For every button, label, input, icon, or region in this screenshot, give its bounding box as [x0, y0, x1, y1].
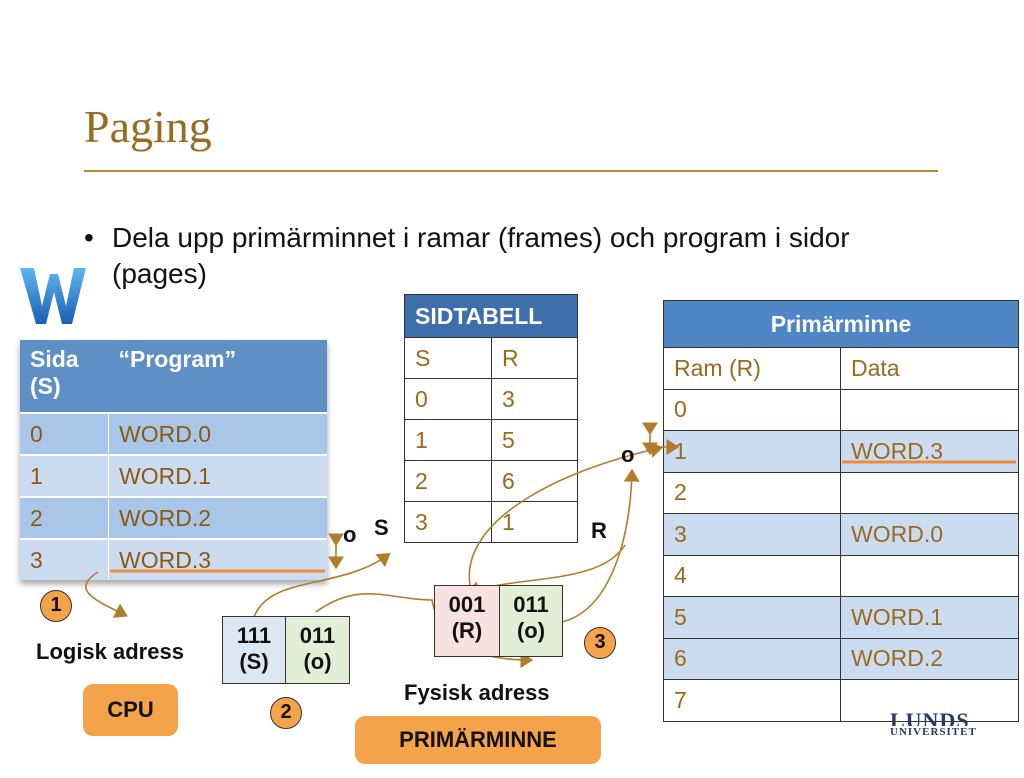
sidtabell-cell: 2 — [404, 460, 492, 502]
slide-title: Paging — [84, 101, 212, 152]
sidtabell-col-s: S — [404, 337, 492, 379]
primarminne-cell: 0 — [663, 388, 841, 431]
bullet-text: Dela upp primärminnet i ramar (frames) o… — [112, 222, 850, 289]
program-cell: 1 — [20, 454, 109, 497]
primarminne-cell: WORD.0 — [840, 513, 1019, 556]
table-row: 1 WORD.3 — [663, 430, 1019, 473]
bullet-dot: • — [84, 222, 94, 253]
word-logo-icon — [20, 268, 86, 324]
lund-logo-subtitle: UNIVERSITET — [890, 726, 977, 738]
table-row: 1 WORD.1 — [20, 454, 327, 497]
primarminne-cell — [840, 679, 1019, 722]
primarminne-button[interactable]: PRIMÄRMINNE — [355, 716, 601, 764]
offset-label: o — [621, 442, 635, 467]
logical-offset-box: 011 (o) — [285, 616, 350, 684]
physical-frame-box: 001 (R) — [434, 585, 500, 657]
table-row: S R — [404, 337, 578, 379]
table-row: 2 — [663, 471, 1019, 514]
program-cell: 0 — [20, 412, 109, 455]
table-row: 0 — [663, 388, 1019, 431]
program-cell: WORD.1 — [108, 454, 327, 497]
page-label: S — [374, 515, 389, 540]
program-table: Sida (S) “Program” 0 WORD.0 1 WORD.1 2 W… — [20, 340, 327, 580]
title-divider — [84, 170, 938, 172]
primarminne-cell: WORD.3 — [840, 430, 1019, 473]
sidtabell-table: SIDTABELL S R 0 3 1 5 2 6 3 1 — [404, 294, 578, 543]
sidtabell-cell: 3 — [404, 501, 492, 543]
sidtabell-cell: 5 — [491, 419, 578, 461]
primarminne-cell: 2 — [663, 471, 841, 514]
sidtabell-cell: 1 — [404, 419, 492, 461]
primarminne-cell: WORD.2 — [840, 637, 1019, 680]
table-row: Ram (R) Data — [663, 347, 1019, 390]
offset-label: o — [343, 522, 357, 547]
table-row: 4 — [663, 554, 1019, 597]
sidtabell-cell: 0 — [404, 378, 492, 420]
step-badge: 3 — [584, 627, 616, 659]
program-cell: 3 — [20, 538, 109, 580]
program-cell: WORD.3 — [108, 538, 327, 580]
primarminne-cell — [840, 471, 1019, 514]
frame-label: R — [591, 518, 607, 543]
table-row: 3 WORD.3 — [20, 538, 327, 580]
primarminne-cell: 4 — [663, 554, 841, 597]
table-row: 3 1 — [404, 501, 578, 543]
program-header-sida: Sida (S) — [20, 340, 109, 413]
primarminne-cell — [840, 554, 1019, 597]
step-badge: 2 — [270, 697, 302, 729]
primarminne-title: Primärminne — [663, 300, 1019, 348]
program-cell: WORD.0 — [108, 412, 327, 455]
table-row: 2 6 — [404, 460, 578, 502]
physical-address-label: Fysisk adress — [404, 680, 550, 705]
table-row: 3 WORD.0 — [663, 513, 1019, 556]
program-cell: 2 — [20, 496, 109, 539]
primarminne-cell — [840, 388, 1019, 431]
lund-university-logo: LUNDS UNIVERSITET — [890, 712, 977, 738]
primarminne-cell: 3 — [663, 513, 841, 556]
physical-offset-box: 011 (o) — [499, 585, 563, 657]
cpu-button[interactable]: CPU — [83, 684, 178, 736]
table-row: 2 WORD.2 — [20, 496, 327, 539]
lund-logo-text: LUNDS — [890, 712, 970, 726]
table-row: 6 WORD.2 — [663, 637, 1019, 680]
primarminne-cell: 1 — [663, 430, 841, 473]
logical-address-label: Logisk adress — [36, 639, 184, 664]
step-badge: 1 — [40, 590, 72, 622]
sidtabell-cell: 6 — [491, 460, 578, 502]
primarminne-cell: 7 — [663, 679, 841, 722]
logical-page-box: 111 (S) — [222, 616, 286, 684]
primarminne-cell: 6 — [663, 637, 841, 680]
primarminne-table: Primärminne Ram (R) Data 0 1 WORD.3 2 3 … — [663, 300, 1019, 722]
primarminne-col-ram: Ram (R) — [663, 347, 841, 390]
table-row: 1 5 — [404, 419, 578, 461]
table-row: 0 WORD.0 — [20, 412, 327, 455]
sidtabell-col-r: R — [491, 337, 578, 379]
table-row: 7 — [663, 679, 1019, 722]
program-header-program: “Program” — [108, 340, 327, 413]
program-cell: WORD.2 — [108, 496, 327, 539]
primarminne-cell: 5 — [663, 596, 841, 639]
sidtabell-cell: 1 — [491, 501, 578, 543]
sidtabell-title: SIDTABELL — [404, 294, 578, 338]
